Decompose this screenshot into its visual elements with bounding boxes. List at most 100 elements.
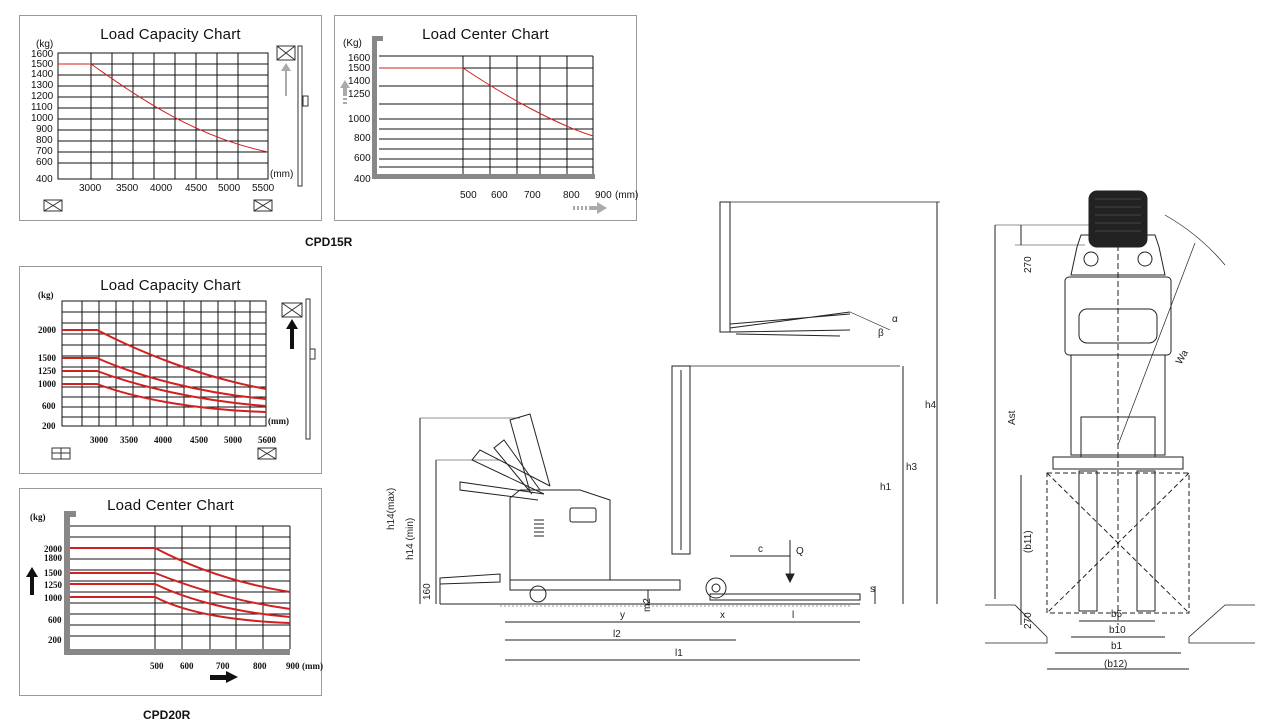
x-tick: 4000: [154, 435, 173, 445]
tiller-handle: [509, 413, 551, 493]
chart2-frame: [372, 36, 595, 179]
curve-1000: [62, 383, 267, 413]
angle-alpha: α: [892, 314, 898, 325]
x-tick: 500: [150, 661, 164, 671]
chart-title: Load Capacity Chart: [100, 277, 241, 294]
y-unit: (Kg): [343, 38, 362, 49]
chart4-svg: (kg) 2000 1800 1500 1250 1000 600 200 50…: [26, 511, 323, 683]
mast-pictogram: [281, 298, 316, 440]
y-tick: 1400: [31, 69, 54, 80]
dim-l1: l1: [675, 648, 683, 659]
mast-pictogram: [276, 45, 309, 187]
y-tick: 1000: [44, 593, 63, 603]
load-center-chart-cpd15r: Load Center Chart (Kg) 1600: [334, 15, 638, 221]
lowered-forks: [709, 593, 861, 601]
y-tick: 200: [48, 635, 62, 645]
truck-body: [509, 489, 611, 581]
y-tick: 600: [42, 401, 56, 411]
dim-270-bottom: 270: [1023, 612, 1034, 629]
angle-beta: β: [878, 328, 884, 339]
dim-270-top: 270: [1023, 256, 1034, 273]
operator-grip: [1088, 190, 1148, 248]
y-unit: (kg): [38, 290, 54, 300]
raised-carriage: [719, 201, 731, 333]
x-unit: (mm): [268, 416, 289, 426]
chart2-curve: [379, 67, 594, 137]
x-tick: 3500: [120, 435, 139, 445]
y-tick: 1250: [348, 89, 371, 100]
dim-c: c: [758, 544, 763, 555]
x-tick: 5500: [252, 183, 275, 194]
y-tick: 1500: [44, 568, 63, 578]
load-capacity-chart-cpd15r: Load Capacity Chart (kg) 1600 1500: [19, 15, 322, 221]
side-view-svg: h4 h3 h1 h14(max) h14 (min) 160 c Q s y …: [386, 201, 940, 661]
dim-b11: (b11): [1023, 530, 1034, 553]
dim-h1: h1: [880, 482, 892, 493]
y-tick: 900: [36, 124, 53, 135]
chart-title: Load Capacity Chart: [100, 26, 241, 43]
chart3-grid: [61, 300, 267, 427]
y-tick: 400: [36, 174, 53, 185]
y-tick: 400: [354, 174, 371, 185]
x-tick: 4000: [150, 183, 173, 194]
y-tick: 2000: [38, 325, 57, 335]
x-tick: 5000: [218, 183, 241, 194]
curve-2000: [62, 329, 267, 390]
y-unit: (kg): [36, 39, 53, 50]
curve-1500: [62, 357, 267, 400]
curve-1000: [70, 596, 291, 624]
floor-hatch-right: [1188, 604, 1255, 644]
x-tick: 4500: [185, 183, 208, 194]
x-tick: 900: [286, 661, 300, 671]
pallet-icon: [253, 199, 273, 212]
dim-l2: l2: [613, 629, 621, 640]
x-tick: 700: [216, 661, 230, 671]
y-tick: 2000: [44, 544, 63, 554]
pallet-icon: [43, 199, 63, 212]
x-tick: 3000: [90, 435, 109, 445]
y-tick: 1800: [44, 553, 63, 563]
dim-h3: h3: [906, 462, 918, 473]
y-tick: 600: [354, 153, 371, 164]
x-tick: 4500: [190, 435, 209, 445]
pallet-outline: [1046, 472, 1190, 614]
y-tick: 1500: [348, 63, 371, 74]
y-tick: 1300: [31, 80, 54, 91]
x-tick: 700: [524, 190, 541, 201]
curve-1500: [70, 572, 291, 610]
chart-title: Load Center Chart: [422, 26, 549, 43]
load-wheel: [705, 577, 727, 599]
x-unit: (mm): [270, 169, 293, 180]
dim-b12: (b12): [1104, 659, 1127, 670]
truck-front-view-drawing: 270 Ast Wa (b11) b5 b10 b1 (b12) 270: [985, 185, 1255, 680]
chart1-grid: [57, 52, 269, 180]
y-tick: 800: [354, 133, 371, 144]
chart4-curves: [70, 547, 291, 624]
curve-1250: [70, 583, 291, 618]
y-tick: 1100: [31, 102, 53, 113]
y-tick: 1400: [348, 76, 371, 87]
x-tick: 600: [180, 661, 194, 671]
dim-h14min: h14 (min): [405, 518, 416, 560]
y-tick: 1600: [348, 53, 371, 64]
y-tick: 200: [42, 421, 56, 431]
chart1-svg: (kg) 1600 1500 1400 1300 1200 1100 1000 …: [31, 39, 309, 212]
x-tick: 800: [253, 661, 267, 671]
right-arrow-icon: [210, 671, 238, 683]
chart2-grid: [379, 55, 594, 174]
y-tick: 700: [36, 146, 53, 157]
dim-h14max: h14(max): [386, 488, 397, 530]
x-tick: 500: [460, 190, 477, 201]
model-label-cpd15r: CPD15R: [305, 235, 353, 249]
raised-forks: [729, 311, 851, 337]
y-tick: 1200: [31, 91, 54, 102]
x-tick: 5600: [258, 435, 277, 445]
chart1-curve: [58, 63, 269, 153]
right-arrow-icon: [573, 202, 607, 214]
dim-b10: b10: [1109, 625, 1126, 636]
lift-arrow-icon: [281, 63, 291, 96]
dim-wa: Wa: [1174, 348, 1191, 367]
x-tick: 5000: [224, 435, 243, 445]
dim-h4: h4: [925, 400, 937, 411]
y-tick: 1000: [348, 114, 371, 125]
